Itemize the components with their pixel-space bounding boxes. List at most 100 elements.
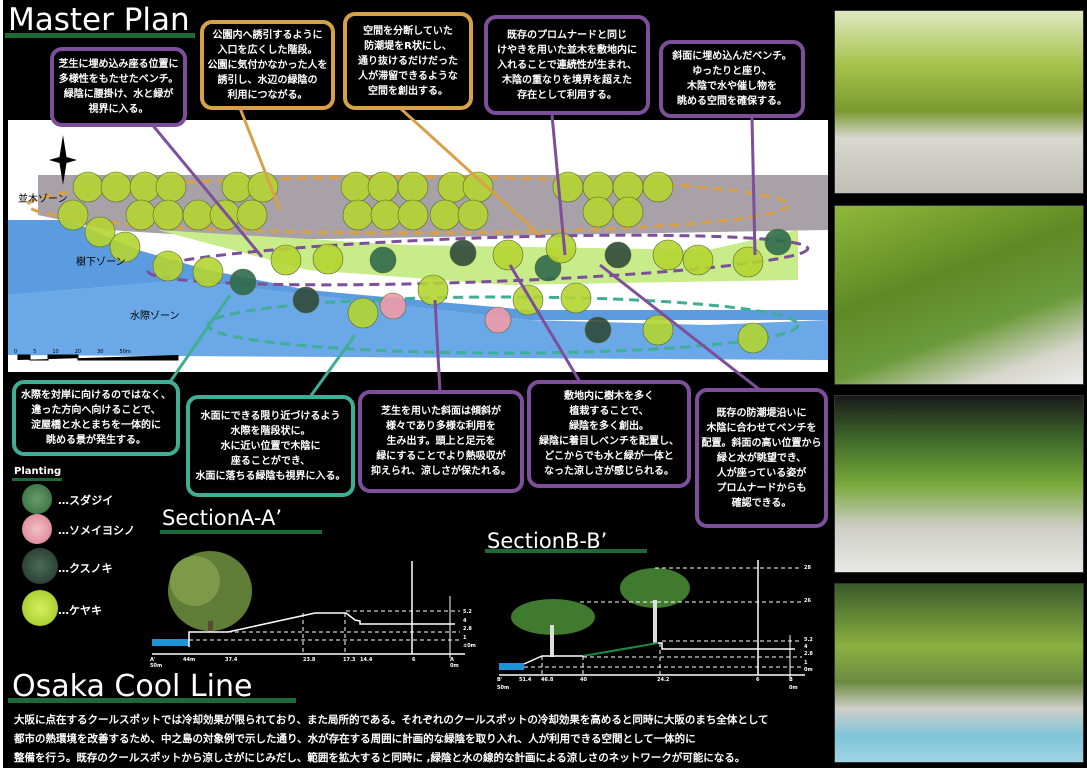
plan-tree-icon — [484, 306, 512, 334]
plan-svg — [8, 135, 828, 361]
scale-label: 30 — [97, 349, 104, 355]
height-label: 2.8 — [463, 626, 472, 632]
height-label: 2.8 — [804, 651, 813, 657]
plan-tree-icon — [449, 239, 477, 267]
zone-label-mizugiwa: 水際ゾーン — [130, 311, 180, 322]
x-label: 17.3 — [343, 657, 356, 663]
plan-tree-icon — [369, 246, 397, 274]
x-label: A' — [150, 657, 156, 663]
zone-label-jukka: 樹下ゾーン — [76, 257, 126, 268]
height-label: 26 — [804, 598, 811, 604]
scale-label: 5 — [33, 349, 37, 355]
plan-tree-icon — [379, 292, 407, 320]
section-a-underline — [160, 530, 322, 534]
callout-tree-planting: 敷地内に樹木を多く 植栽することで、 緑陰を多く創出。 緑陰に着目しベンチを配置… — [527, 380, 691, 488]
x-label: 6 — [756, 677, 760, 683]
plan-tree-icon — [236, 199, 268, 231]
plan-tree-icon — [545, 232, 577, 264]
x-label: 37.4 — [225, 657, 238, 663]
height-label: 4 — [804, 644, 808, 650]
plan-tree-icon — [292, 286, 320, 314]
callout-entrance-stairs: 公園内へ誘引するように 入口を広くした階段。 公園に気付かなかった人を 誘引し、… — [200, 20, 335, 110]
x-sublabel: 0m — [450, 663, 459, 669]
scale-bar — [17, 354, 179, 361]
x-label: 44m — [183, 657, 196, 663]
callout-waterfront-view: 水際を対岸に向けるのではなく、 違った方向へ向けることで、 淀屋橋と水とまちを一… — [12, 380, 180, 456]
plan-tree-icon — [584, 316, 612, 344]
plan-tree-icon — [642, 171, 674, 203]
callout-slope-bench: 斜面に埋め込んだベンチ。 ゆったりと座り、 木陰で水や催し物を 眺める空間を確保… — [659, 40, 805, 118]
legend-someiyoshino-label: …ソメイヨシノ — [58, 524, 135, 537]
cool-line-text-1: 大阪に点在するクールスポットでは冷却効果が限られており、また局所的である。それぞ… — [14, 714, 769, 726]
section-b-drawing — [499, 560, 805, 678]
height-label: 1 — [804, 660, 808, 666]
x-label: 6 — [412, 657, 416, 663]
callout-lawn-bench: 芝生に埋め込み座る位置に 多様性をもたせたベンチ。 緑陰に腰掛け、水と緑が 視界… — [50, 47, 187, 127]
lawn — [158, 230, 798, 285]
plan-tree-icon — [652, 239, 684, 271]
x-sublabel: 50m — [150, 663, 163, 669]
title-underline — [5, 33, 195, 38]
plan-tree-icon — [457, 199, 489, 231]
x-label: 14.4 — [360, 657, 373, 663]
scale-label: 50m — [119, 349, 131, 355]
model-photo-stairs — [834, 395, 1084, 573]
legend-kusunoki-label: …クスノキ — [58, 562, 113, 575]
plan-tree-icon — [417, 274, 449, 306]
x-label: B' — [497, 677, 503, 683]
section-a-drawing — [152, 551, 465, 658]
scale-label: 20 — [74, 349, 82, 355]
legend-keyaki-label: …ケヤキ — [58, 604, 102, 617]
plan-tree-icon — [737, 322, 769, 354]
cool-line-underline — [8, 698, 296, 703]
x-label: 46.8 — [541, 677, 554, 683]
x-label: 40 — [580, 677, 587, 683]
water — [8, 280, 828, 360]
zone-label-namiki: 並木ゾーン — [18, 194, 68, 205]
callout-lawn-slope: 芝生を用いた斜面は傾斜が 様々であり多様な利用を 生み出す。頭上と足元を 緑にす… — [358, 390, 524, 493]
plan-tree-icon — [247, 171, 279, 203]
legend-someiyoshino-icon — [22, 514, 52, 544]
cool-line-text-3: 整備を行う。既存のクールスポットから涼しさがにじみだし、範囲を拡大すると同時に … — [14, 752, 746, 764]
callout-seawall-bench: 既存の防潮堤沿いに 木陰に合わせてベンチを 配置。斜面の高い位置から 緑と水が眺… — [695, 388, 828, 528]
callout-water-steps: 水面にできる限り近づけるよう 水際を階段状に。 水に近い位置で木陰に 座ることが… — [186, 395, 355, 497]
legend-kusunoki-icon — [22, 548, 58, 584]
x-label: 23.8 — [303, 657, 316, 663]
plan-tree-icon — [192, 256, 224, 288]
north-arrow-icon — [49, 135, 77, 185]
x-label: A — [450, 657, 454, 663]
planting-title: Planting — [14, 466, 62, 477]
x-sublabel: 50m — [497, 685, 510, 691]
plan-tree-icon — [682, 244, 714, 276]
plan-tree-icon — [229, 268, 257, 296]
height-label: ±0m — [463, 643, 476, 649]
x-label: B — [789, 677, 793, 683]
model-photo-lawn-slope — [834, 205, 1084, 385]
plan-tree-icon — [642, 314, 674, 346]
model-photo-waterfront — [834, 583, 1084, 763]
x-sublabel: 0m — [789, 685, 798, 691]
plan-tree-icon — [57, 199, 89, 231]
scale-labels: 0 5 10 20 30 50m — [14, 349, 131, 355]
scale-label: 10 — [52, 349, 59, 355]
height-label: 4 — [463, 617, 467, 624]
legend-sudajii-icon — [22, 484, 52, 514]
plan-tree-icon — [612, 196, 644, 228]
height-label: 5.2 — [804, 637, 813, 643]
plan-tree-icon — [347, 297, 379, 329]
scale-label: 0 — [14, 349, 18, 355]
master-plan-title: Master Plan — [8, 2, 190, 38]
cool-line-title: Osaka Cool Line — [12, 669, 253, 704]
plan-tree-icon — [270, 244, 302, 276]
cool-line-text-2: 都市の熱環境を改善するため、中之島の対象例で示した通り、水が存在する周囲に計画的… — [14, 733, 696, 745]
height-label: 5.2 — [463, 609, 472, 615]
left-border — [0, 0, 3, 768]
section-b-underline — [485, 549, 647, 553]
callout-seawall: 空間を分断していた 防潮堤をR状にし、 通り抜けるだけだった 人が滞留できるよう… — [343, 12, 473, 110]
plan-tree-icon — [560, 282, 592, 314]
model-photo-promenade — [834, 10, 1084, 194]
x-label: 24.2 — [657, 677, 670, 683]
plan-tree-icon — [152, 250, 184, 282]
plan-tree-icon — [109, 231, 141, 263]
plan-tree-icon — [84, 216, 116, 248]
